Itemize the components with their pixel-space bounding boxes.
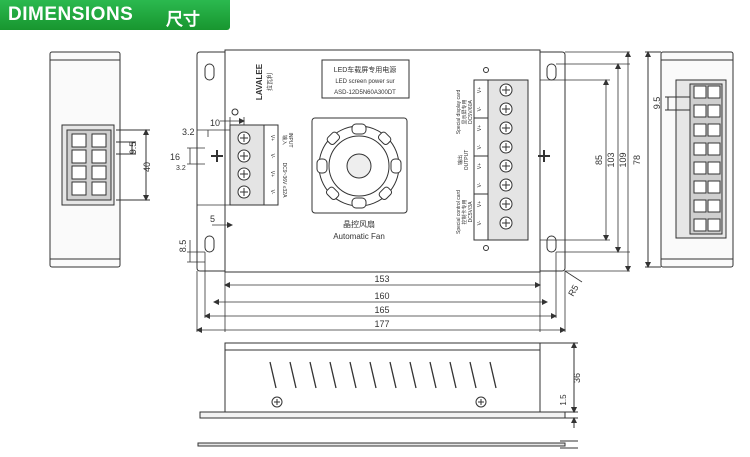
dim-10-label: 10 [210,118,220,128]
label-en: LED screen power sur [335,79,394,85]
dim-3-2-top-label: 3.2 [182,127,195,137]
brand-logo: LAVALEE [255,63,264,100]
output-pin-2: V- [477,106,483,111]
header-banner: DIMENSIONS 尺寸 [0,0,230,30]
input-label-cn: 输入 [281,135,288,145]
dim-9-5-left-label: 9.5 [128,142,138,155]
dim-9-5-right-label: 9.5 [652,97,662,110]
dim-36-label: 36 [572,373,582,383]
main-view-dimension-lines [187,51,631,333]
brand-cn: 拉瓦利 [266,73,274,91]
label-cn: LED车载屏专用电源 [334,65,397,74]
dim-85-label: 85 [594,155,604,165]
output-pin-7: V+ [477,201,483,207]
output-pin-1: V+ [477,87,483,93]
dim-153-label: 153 [374,274,389,284]
dim-3-2-mid-label: 3.2 [176,165,186,172]
dim-16-label: 16 [170,152,180,162]
display-card-rating: DC5V/60A [468,100,474,124]
input-pin-2: V- [269,154,275,159]
output-pin-6: V- [477,182,483,187]
input-pin-3: V+ [269,171,275,177]
dim-165-label: 165 [374,305,389,315]
output-pin-5: V+ [477,163,483,169]
dim-160-label: 160 [374,291,389,301]
left-side-view [49,51,150,268]
header-title: DIMENSIONS [8,4,134,25]
dim-1-5-label: 1.5 [559,394,568,406]
output-pin-4: V- [477,144,483,149]
input-rating: DC9~36V ≤32A [281,163,287,199]
fan-label-en: Automatic Fan [333,232,385,241]
output-pin-8: V- [477,220,483,225]
output-label-cn: 输出 [457,155,464,165]
dim-103-label: 103 [606,152,616,167]
dim-109-label: 109 [618,152,628,167]
dim-5-label: 5 [210,214,215,224]
output-label-en: OUTPUT [464,150,470,171]
control-card-cn: 控制卡专用 [461,199,468,224]
display-card-cn: 显示屏专用 [461,99,468,124]
dim-8-5-label: 8.5 [178,240,188,253]
header-subtitle: 尺寸 [166,10,200,30]
input-pin-4: V- [269,190,275,195]
right-side-view [645,51,734,268]
output-pin-3: V+ [477,125,483,131]
model-number: ASD-12D5N60A300DT [334,90,396,96]
input-label-en: INPUT [287,133,293,148]
dim-78-label: 78 [632,155,642,165]
dim-177-label: 177 [374,319,389,329]
display-card-en: Special display card [456,90,462,135]
front-view [197,342,578,449]
fan-label-cn: 晶控风扇 [343,219,375,229]
input-pin-1: V+ [269,135,275,141]
dim-r5-label: R5 [566,283,580,298]
control-card-en: Special control card [456,190,462,234]
dim-40-label: 40 [142,162,152,172]
main-top-view [196,49,566,273]
control-card-rating: DC5V/3A [468,201,474,223]
